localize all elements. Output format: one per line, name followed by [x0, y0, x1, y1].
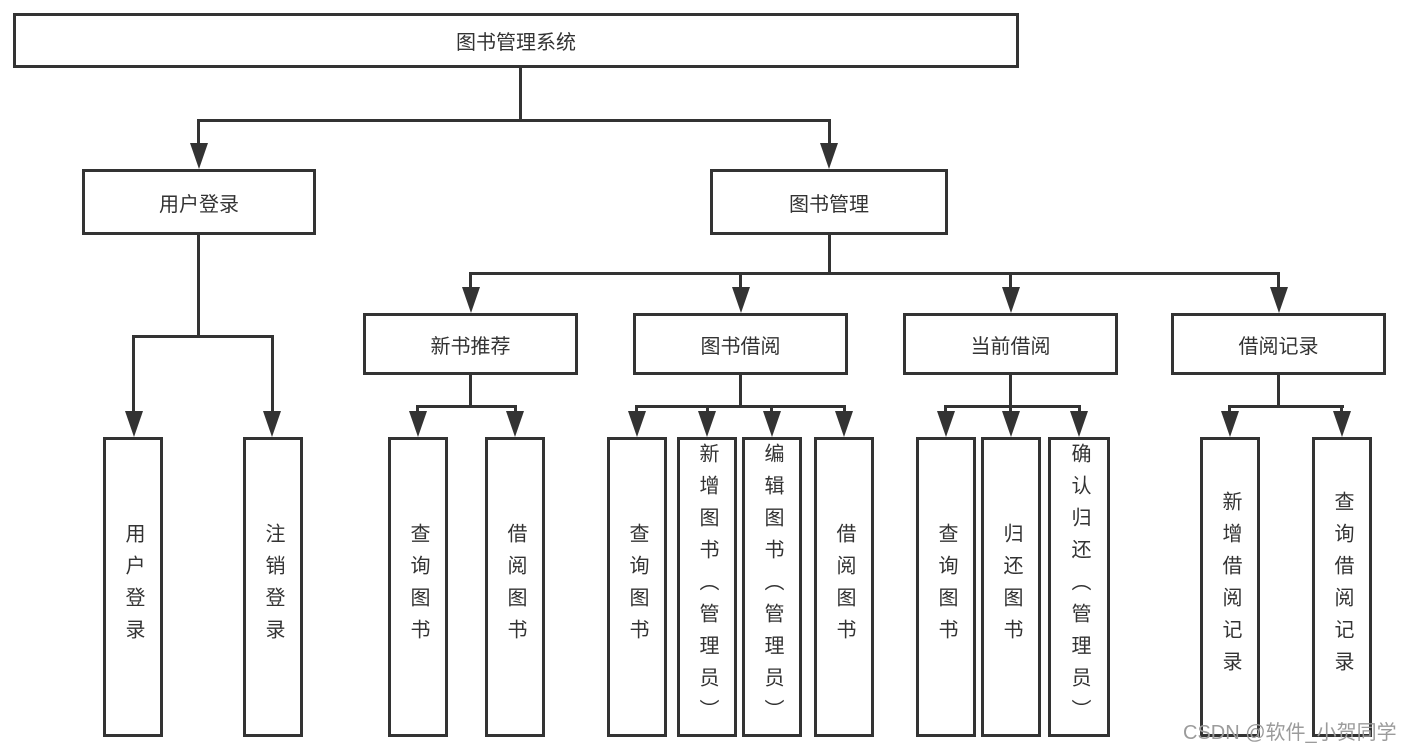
- connector-line: [132, 335, 135, 415]
- arrowhead-icon: [263, 411, 281, 437]
- node-label: 借阅图书: [504, 523, 526, 651]
- node-label: 当前借阅: [970, 335, 1051, 358]
- node-label: 用户登录: [122, 523, 144, 651]
- leaf-edit-book-admin: 编辑图书（管理员）: [742, 437, 802, 737]
- connector-line: [739, 375, 742, 408]
- arrowhead-icon: [1002, 411, 1020, 437]
- arrowhead-icon: [1270, 287, 1288, 313]
- arrowhead-icon: [1070, 411, 1088, 437]
- node-label: 确认归还（管理员）: [1068, 443, 1090, 731]
- connector-line: [469, 272, 1280, 275]
- node-label: 图书管理系统: [456, 32, 576, 54]
- arrowhead-icon: [835, 411, 853, 437]
- connector-line: [197, 119, 200, 147]
- watermark: CSDN @软件_小贺同学: [1183, 722, 1397, 744]
- connector-line: [197, 119, 831, 122]
- connector-line: [1277, 272, 1280, 290]
- connector-line: [828, 119, 831, 147]
- node-label: 查询图书: [407, 523, 429, 651]
- arrowhead-icon: [698, 411, 716, 437]
- node-label: 查询图书: [626, 523, 648, 651]
- connector-line: [828, 235, 831, 275]
- arrowhead-icon: [937, 411, 955, 437]
- connector-line: [1078, 405, 1081, 415]
- connector-line: [1340, 405, 1343, 415]
- arrowhead-icon: [462, 287, 480, 313]
- connector-line: [944, 405, 1081, 408]
- node-label: 注销登录: [262, 523, 284, 651]
- node-book-borrow: 图书借阅: [633, 313, 848, 375]
- connector-line: [469, 375, 472, 408]
- node-borrow-records: 借阅记录: [1171, 313, 1386, 375]
- leaf-add-borrow-record: 新增借阅记录: [1200, 437, 1260, 737]
- connector-line: [197, 235, 200, 338]
- leaf-borrow-book-1: 借阅图书: [485, 437, 545, 737]
- connector-line: [469, 272, 472, 290]
- arrowhead-icon: [1221, 411, 1239, 437]
- connector-line: [739, 272, 742, 290]
- leaf-return-book: 归还图书: [981, 437, 1041, 737]
- node-label: 新增图书（管理员）: [696, 443, 718, 731]
- connector-line: [635, 405, 846, 408]
- connector-line: [271, 335, 274, 415]
- node-current-borrow: 当前借阅: [903, 313, 1118, 375]
- arrowhead-icon: [506, 411, 524, 437]
- node-label: 借阅图书: [833, 523, 855, 651]
- connector-line: [944, 405, 947, 415]
- node-label: 查询图书: [935, 523, 957, 651]
- node-label: 用户登录: [159, 193, 239, 216]
- leaf-query-borrow-record: 查询借阅记录: [1312, 437, 1372, 737]
- connector-line: [1009, 272, 1012, 290]
- connector-line: [519, 68, 522, 122]
- arrowhead-icon: [125, 411, 143, 437]
- leaf-query-book-1: 查询图书: [388, 437, 448, 737]
- arrowhead-icon: [763, 411, 781, 437]
- connector-line: [770, 405, 773, 415]
- leaf-confirm-return-admin: 确认归还（管理员）: [1048, 437, 1110, 737]
- arrowhead-icon: [190, 143, 208, 169]
- node-label: 归还图书: [1000, 523, 1022, 651]
- arrowhead-icon: [1333, 411, 1351, 437]
- node-library-system: 图书管理系统: [13, 13, 1019, 68]
- node-label: 借阅记录: [1238, 335, 1319, 358]
- node-book-management: 图书管理: [710, 169, 948, 235]
- connector-line: [132, 335, 274, 338]
- leaf-query-book-2: 查询图书: [607, 437, 667, 737]
- arrowhead-icon: [820, 143, 838, 169]
- leaf-borrow-book-2: 借阅图书: [814, 437, 874, 737]
- arrowhead-icon: [732, 287, 750, 313]
- leaf-user-login: 用户登录: [103, 437, 163, 737]
- arrowhead-icon: [1002, 287, 1020, 313]
- connector-line: [1277, 375, 1280, 408]
- connector-line: [416, 405, 517, 408]
- arrowhead-icon: [409, 411, 427, 437]
- node-label: 新增借阅记录: [1219, 491, 1241, 683]
- node-label: 新书推荐: [430, 335, 511, 358]
- node-label: 图书管理: [789, 193, 869, 216]
- leaf-logout: 注销登录: [243, 437, 303, 737]
- node-label: 查询借阅记录: [1331, 491, 1353, 683]
- connector-line: [1228, 405, 1231, 415]
- connector-line: [706, 405, 709, 415]
- connector-line: [1009, 405, 1012, 415]
- node-new-book-recommend: 新书推荐: [363, 313, 578, 375]
- connector-line: [635, 405, 638, 415]
- connector-line: [514, 405, 517, 415]
- connector-line: [1009, 375, 1012, 408]
- node-label: 图书借阅: [700, 335, 781, 358]
- connector-line: [1228, 405, 1344, 408]
- node-label: 编辑图书（管理员）: [761, 443, 783, 731]
- leaf-add-book-admin: 新增图书（管理员）: [677, 437, 737, 737]
- arrowhead-icon: [628, 411, 646, 437]
- node-user-login: 用户登录: [82, 169, 316, 235]
- connector-line: [843, 405, 846, 415]
- leaf-query-book-3: 查询图书: [916, 437, 976, 737]
- connector-line: [416, 405, 419, 415]
